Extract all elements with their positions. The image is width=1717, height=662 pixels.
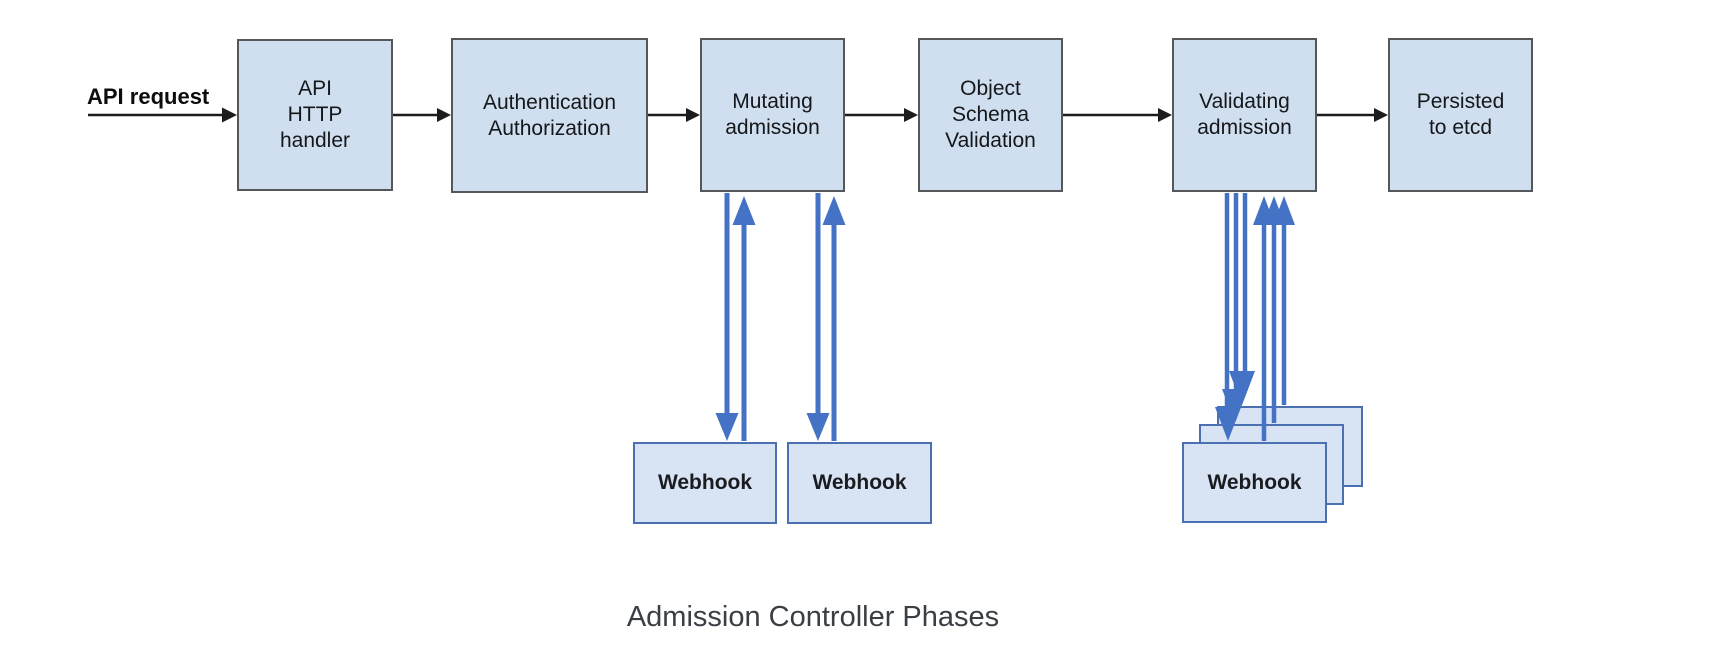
mutating-webhook2-up-arrowhead (822, 196, 846, 225)
flow-box-label: Object Schema Validation (945, 77, 1036, 152)
webhook-label: Webhook (657, 471, 753, 494)
flow-box-label: Validating admission (1197, 90, 1292, 139)
flow-box-object-schema-validation: Object Schema Validation (918, 38, 1063, 192)
flow-arrow-schema-to-validating-head (1158, 108, 1172, 122)
validating-webhook-down-arrowhead-3 (1229, 371, 1255, 405)
diagram-caption: Admission Controller Phases (626, 601, 1000, 633)
flow-box-label: API HTTP handler (279, 77, 351, 152)
flow-box-persisted-to-etcd: Persisted to etcd (1388, 38, 1533, 192)
flow-arrow-mutating-to-schema-head (904, 108, 918, 122)
flow-box-label: Authentication Authorization (482, 90, 617, 140)
flow-box-label: Mutating admission (725, 90, 820, 139)
webhook-box-mutating-2: Webhook (787, 442, 932, 524)
validating-webhook-up-arrowhead-2 (1263, 196, 1285, 225)
flow-arrow-validating-to-etcd-head (1374, 108, 1388, 122)
flow-box-authentication-authorization: Authentication Authorization (451, 38, 648, 193)
mutating-webhook1-up-arrowhead (732, 196, 756, 225)
api-request-arrowhead (222, 107, 237, 123)
validating-webhook-up-arrowhead-3 (1273, 196, 1295, 225)
flow-box-validating-admission: Validating admission (1172, 38, 1317, 192)
flow-box-mutating-admission: Mutating admission (700, 38, 845, 192)
webhook-label: Webhook (1207, 470, 1302, 494)
webhook-label: Webhook (812, 471, 907, 494)
webhook-stack-front: Webhook (1182, 442, 1327, 523)
validating-webhook-up-arrowhead-1 (1253, 196, 1275, 225)
api-request-label: API request (87, 84, 210, 109)
mutating-webhook2-down-arrowhead (806, 413, 830, 441)
mutating-webhook1-down-arrowhead (715, 413, 739, 441)
flow-box-api-http-handler: API HTTP handler (237, 39, 393, 191)
webhook-box-mutating-1: Webhook (633, 442, 777, 524)
flow-arrow-auth-to-mutating-head (686, 108, 700, 122)
flow-arrow-handler-to-auth-head (437, 108, 451, 122)
flow-box-label: Persisted to etcd (1416, 90, 1505, 139)
